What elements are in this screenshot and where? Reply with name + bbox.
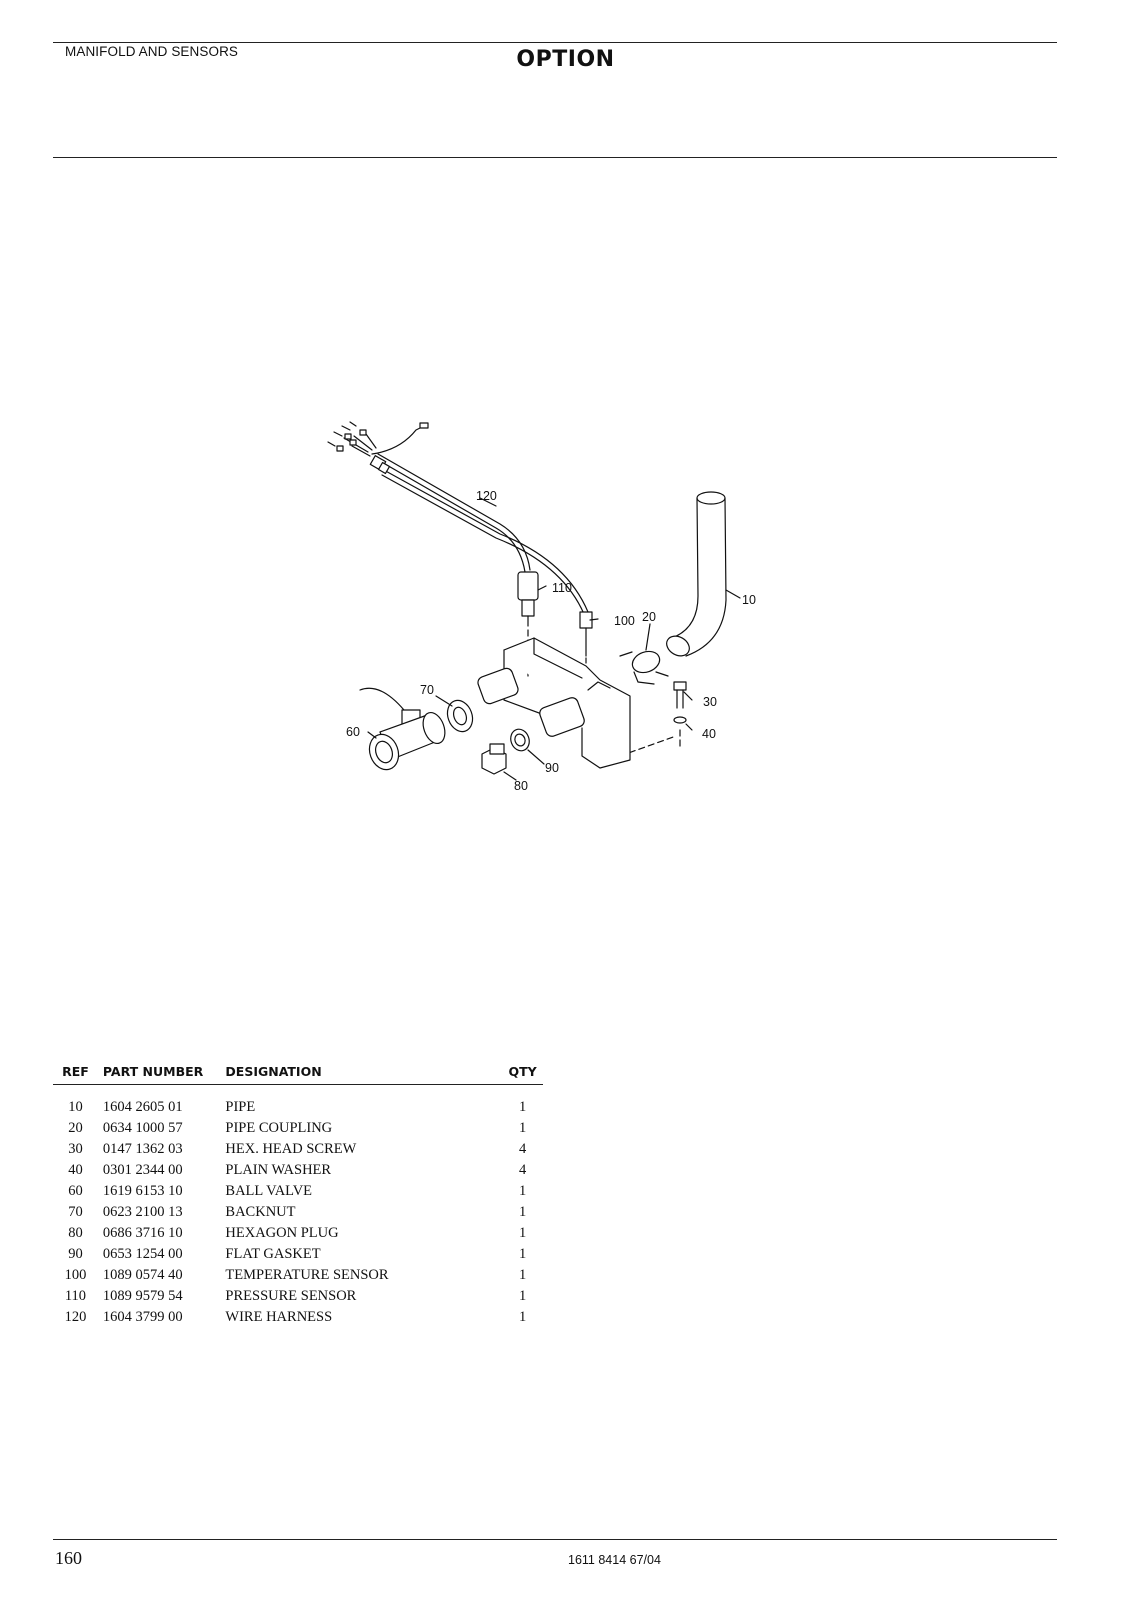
row-ref: 100 bbox=[64, 1267, 87, 1283]
row-qty: 1 bbox=[518, 1267, 527, 1283]
row-designation: HEXAGON PLUG bbox=[225, 1225, 339, 1241]
callout-30: 30 bbox=[703, 695, 717, 709]
row-ref: 20 bbox=[68, 1120, 83, 1136]
table-row: 110 1089 9579 54 PRESSURE SENSOR 1 bbox=[53, 1286, 543, 1307]
row-part-number: 1604 2605 01 bbox=[102, 1099, 183, 1115]
manifold-bracket-drawing bbox=[477, 637, 631, 769]
footer-rule bbox=[53, 1539, 1057, 1540]
row-part-number: 0634 1000 57 bbox=[102, 1120, 183, 1136]
callout-60: 60 bbox=[346, 725, 360, 739]
row-ref: 10 bbox=[68, 1099, 83, 1115]
callout-80: 80 bbox=[514, 779, 528, 793]
callout-100: 100 bbox=[614, 614, 635, 628]
row-part-number: 0147 1362 03 bbox=[102, 1141, 183, 1157]
row-ref: 80 bbox=[68, 1225, 83, 1241]
callout-20: 20 bbox=[642, 610, 656, 624]
row-ref: 90 bbox=[68, 1246, 83, 1262]
row-ref: 110 bbox=[64, 1288, 87, 1304]
page-title: OPTION bbox=[516, 47, 615, 72]
row-part-number: 1604 3799 00 bbox=[102, 1309, 183, 1325]
parts-table-header: REF PART NUMBER DESIGNATION QTY bbox=[53, 1058, 543, 1085]
row-part-number: 1089 9579 54 bbox=[102, 1288, 183, 1304]
column-header-ref: REF bbox=[53, 1058, 98, 1085]
row-part-number: 0623 2100 13 bbox=[102, 1204, 183, 1220]
row-qty: 1 bbox=[518, 1246, 527, 1262]
row-qty: 4 bbox=[518, 1141, 527, 1157]
row-qty: 1 bbox=[518, 1309, 527, 1325]
row-ref: 60 bbox=[68, 1183, 83, 1199]
table-row: 10 1604 2605 01 PIPE 1 bbox=[53, 1085, 543, 1119]
table-row: 80 0686 3716 10 HEXAGON PLUG 1 bbox=[53, 1223, 543, 1244]
row-designation: PRESSURE SENSOR bbox=[225, 1288, 357, 1304]
row-part-number: 1089 0574 40 bbox=[102, 1267, 183, 1283]
row-ref: 70 bbox=[68, 1204, 83, 1220]
header-bottom-rule bbox=[53, 157, 1057, 158]
table-row: 120 1604 3799 00 WIRE HARNESS 1 bbox=[53, 1307, 543, 1328]
backnut-drawing bbox=[446, 699, 474, 733]
table-row: 70 0623 2100 13 BACKNUT 1 bbox=[53, 1202, 543, 1223]
row-designation: BALL VALVE bbox=[225, 1183, 313, 1199]
section-label: MANIFOLD AND SENSORS bbox=[65, 44, 239, 59]
callout-10: 10 bbox=[742, 593, 756, 607]
header-top-rule bbox=[53, 42, 1057, 43]
callout-90: 90 bbox=[545, 761, 559, 775]
row-qty: 1 bbox=[518, 1183, 527, 1199]
row-part-number: 0301 2344 00 bbox=[102, 1162, 183, 1178]
column-header-designation: DESIGNATION bbox=[220, 1058, 503, 1085]
row-part-number: 0686 3716 10 bbox=[102, 1225, 183, 1241]
row-qty: 4 bbox=[518, 1162, 527, 1178]
pipe-coupling-drawing bbox=[619, 650, 669, 685]
row-designation: PIPE COUPLING bbox=[225, 1120, 333, 1136]
pipe-drawing bbox=[666, 491, 727, 657]
row-qty: 1 bbox=[518, 1225, 527, 1241]
row-designation: WIRE HARNESS bbox=[225, 1309, 333, 1325]
row-designation: PIPE bbox=[225, 1099, 256, 1115]
row-designation: HEX. HEAD SCREW bbox=[225, 1141, 357, 1157]
temperature-sensor-drawing bbox=[579, 611, 593, 683]
exploded-parts-diagram: 120 110 100 20 10 30 40 70 60 90 80 bbox=[320, 420, 800, 820]
callout-110: 110 bbox=[552, 581, 572, 595]
parts-table: REF PART NUMBER DESIGNATION QTY 10 1604 … bbox=[53, 1058, 543, 1328]
wire-harness-drawing bbox=[327, 421, 589, 615]
table-row: 20 0634 1000 57 PIPE COUPLING 1 bbox=[53, 1118, 543, 1139]
row-designation: BACKNUT bbox=[225, 1204, 296, 1220]
row-part-number: 1619 6153 10 bbox=[102, 1183, 183, 1199]
row-ref: 30 bbox=[68, 1141, 83, 1157]
callout-120: 120 bbox=[476, 489, 497, 503]
row-ref: 40 bbox=[68, 1162, 83, 1178]
hexagon-plug-and-gasket-drawing bbox=[481, 728, 530, 775]
callout-40: 40 bbox=[702, 727, 716, 741]
page-number: 160 bbox=[55, 1548, 82, 1568]
table-row: 100 1089 0574 40 TEMPERATURE SENSOR 1 bbox=[53, 1265, 543, 1286]
table-row: 30 0147 1362 03 HEX. HEAD SCREW 4 bbox=[53, 1139, 543, 1160]
row-designation: TEMPERATURE SENSOR bbox=[225, 1267, 389, 1283]
table-row: 40 0301 2344 00 PLAIN WASHER 4 bbox=[53, 1160, 543, 1181]
row-qty: 1 bbox=[518, 1120, 527, 1136]
callout-70: 70 bbox=[420, 683, 434, 697]
row-qty: 1 bbox=[518, 1099, 527, 1115]
column-header-qty: QTY bbox=[502, 1058, 543, 1085]
table-row: 60 1619 6153 10 BALL VALVE 1 bbox=[53, 1181, 543, 1202]
callout-leaders bbox=[367, 497, 741, 781]
ball-valve-drawing bbox=[359, 687, 446, 771]
row-qty: 1 bbox=[518, 1204, 527, 1220]
row-designation: FLAT GASKET bbox=[225, 1246, 321, 1262]
document-number: 1611 8414 67/04 bbox=[568, 1553, 661, 1567]
row-designation: PLAIN WASHER bbox=[225, 1162, 332, 1178]
row-part-number: 0653 1254 00 bbox=[102, 1246, 183, 1262]
row-ref: 120 bbox=[64, 1309, 87, 1325]
column-header-part-number: PART NUMBER bbox=[97, 1058, 221, 1085]
pressure-sensor-drawing bbox=[517, 571, 539, 681]
row-qty: 1 bbox=[518, 1288, 527, 1304]
table-row: 90 0653 1254 00 FLAT GASKET 1 bbox=[53, 1244, 543, 1265]
